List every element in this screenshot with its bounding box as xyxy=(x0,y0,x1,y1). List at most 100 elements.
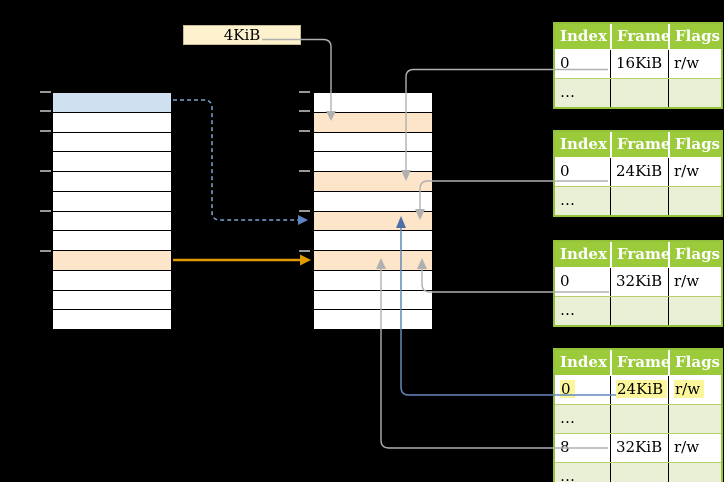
memory-row-white xyxy=(53,112,171,133)
memory-row-white xyxy=(314,310,432,329)
memory-row-white xyxy=(53,310,171,329)
arrow-virtual-page-to-frame-dashed xyxy=(173,99,308,225)
table-cell xyxy=(610,187,668,215)
table-cell: … xyxy=(560,83,575,101)
memory-row-white xyxy=(53,152,171,172)
table-cell xyxy=(610,405,668,433)
table-cell: 32KiB xyxy=(610,434,668,462)
table-cell: 0 xyxy=(560,54,570,72)
table-cell: 0 xyxy=(560,162,570,180)
table-cell xyxy=(610,79,668,107)
memory-row-white xyxy=(53,231,171,251)
table-cell: 24KiB xyxy=(610,158,668,186)
address-tick xyxy=(299,210,310,212)
table-cell: 24KiB xyxy=(610,376,668,404)
memory-row-white xyxy=(314,290,432,311)
header-cell-frame: Frame xyxy=(610,242,670,267)
table-cell: … xyxy=(560,191,575,209)
address-tick xyxy=(299,110,310,112)
table-cell: 0 xyxy=(560,272,570,290)
address-tick xyxy=(299,170,310,172)
address-tick xyxy=(40,250,51,252)
address-tick xyxy=(40,91,51,93)
memory-row-orange xyxy=(314,251,432,271)
memory-row-white xyxy=(53,132,171,153)
memory-row-white xyxy=(314,270,432,291)
table-cell: r/w xyxy=(668,268,721,296)
memory-row-white xyxy=(53,270,171,291)
table-cell: r/w xyxy=(668,50,721,78)
table-cell xyxy=(610,297,668,325)
address-tick xyxy=(40,110,51,112)
table-cell: r/w xyxy=(668,158,721,186)
table-cell xyxy=(668,187,721,215)
memory-row-white xyxy=(314,231,432,251)
table-row: 0 24KiB r/w xyxy=(555,375,721,404)
highlighted-value: 24KiB xyxy=(616,380,668,398)
highlighted-value: r/w xyxy=(674,380,705,398)
address-tick xyxy=(40,170,51,172)
table-cell xyxy=(668,463,721,482)
memory-row-orange xyxy=(314,112,432,133)
table-row: … xyxy=(555,186,721,215)
memory-row-white xyxy=(53,211,171,232)
header-cell-index: Index xyxy=(560,353,607,371)
table-cell xyxy=(668,297,721,325)
memory-row-blue xyxy=(53,93,171,113)
table-cell: 16KiB xyxy=(610,50,668,78)
memory-row-orange xyxy=(314,172,432,192)
table-cell xyxy=(668,405,721,433)
memory-row-orange xyxy=(314,211,432,232)
table-cell xyxy=(668,79,721,107)
memory-row-white xyxy=(314,191,432,212)
table-cell xyxy=(610,463,668,482)
memory-row-white xyxy=(53,290,171,311)
header-cell-frame: Frame xyxy=(610,132,670,157)
table-cell: r/w xyxy=(668,376,721,404)
table-row: … xyxy=(555,296,721,325)
table-row: … xyxy=(555,404,721,433)
memory-row-white xyxy=(314,152,432,172)
address-tick xyxy=(299,91,310,93)
highlighted-value: 0 xyxy=(560,380,575,398)
table-cell: 32KiB xyxy=(610,268,668,296)
header-cell-flags: Flags xyxy=(668,132,721,157)
header-cell-flags: Flags xyxy=(668,350,721,375)
page-size-label: 4KiB xyxy=(183,25,301,45)
address-tick xyxy=(299,130,310,132)
header-cell-index: Index xyxy=(560,27,607,45)
address-tick xyxy=(40,130,51,132)
memory-row-white xyxy=(314,93,432,113)
memory-row-white xyxy=(53,191,171,212)
memory-row-orange xyxy=(53,251,171,271)
memory-row-white xyxy=(314,132,432,153)
table-cell: 0 xyxy=(555,376,610,404)
address-tick xyxy=(40,210,51,212)
table-cell: … xyxy=(560,467,575,482)
table-cell: … xyxy=(560,301,575,319)
address-tick xyxy=(299,250,310,252)
physical-memory-column xyxy=(313,92,433,330)
header-cell-frame: Frame xyxy=(610,24,670,49)
table-cell: … xyxy=(560,409,575,427)
table-row: … xyxy=(555,78,721,107)
header-cell-frame: Frame xyxy=(610,350,670,375)
header-cell-index: Index xyxy=(560,245,607,263)
header-cell-index: Index xyxy=(560,135,607,153)
virtual-memory-column xyxy=(52,92,172,330)
arrow-virtual-page-to-frame-orange xyxy=(173,254,311,266)
table-cell: r/w xyxy=(668,434,721,462)
